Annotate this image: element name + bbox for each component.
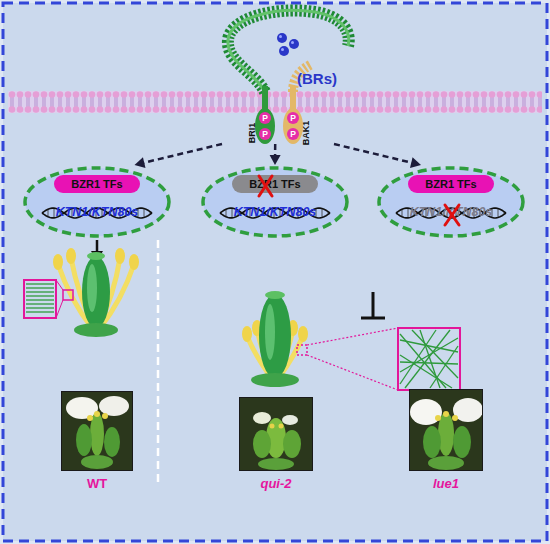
node-text: (BRs)	[297, 70, 337, 87]
cross-mark	[445, 205, 459, 225]
arrow-line	[96, 240, 99, 252]
arrow-head	[270, 155, 281, 165]
inhibition-symbol	[361, 292, 385, 318]
arrow-head	[135, 157, 146, 168]
tf-pill: BZR1 TFs	[408, 175, 494, 193]
node-text: BZR1 TFs	[232, 175, 318, 193]
photo-panel: qui-2	[240, 398, 312, 470]
phospho-label: P	[287, 112, 299, 124]
signal-arrow	[135, 144, 223, 168]
divider-line	[157, 240, 160, 482]
phospho-label: P	[259, 112, 271, 124]
node-text: BRI1	[247, 118, 257, 148]
photo-image	[240, 398, 312, 470]
flower-illustration	[24, 248, 139, 337]
nucleus: KTN1/KTN80s BZR1 TFs	[376, 165, 526, 239]
cross-mark	[259, 176, 272, 196]
membrane	[8, 91, 542, 113]
node-text: BAK1	[301, 118, 311, 148]
node-text: BZR1 TFs	[54, 175, 140, 193]
phospho-label: P	[287, 128, 299, 140]
nucleus: KTN1/KTN80s BZR1 TFs	[200, 165, 350, 239]
lipid-bilayer	[8, 91, 542, 113]
node-text: KTN1/KTN80s	[376, 205, 526, 219]
tf-pill: BZR1 TFs	[232, 175, 318, 193]
signal-arrow	[270, 144, 281, 165]
signal-arrow	[334, 144, 421, 168]
node-text: qui-2	[230, 476, 322, 491]
photo-image	[410, 390, 482, 470]
node-text: KTN1/KTN80s	[200, 205, 350, 219]
arrow-line	[274, 144, 277, 157]
arrow-head	[410, 157, 421, 168]
nucleus: KTN1/KTN80s BZR1 TFs	[22, 165, 172, 239]
receptor-complex: (BRs)BRI1BAK1	[215, 8, 355, 144]
frame	[3, 3, 547, 541]
photo-panel: WT	[62, 392, 132, 470]
node-text: lue1	[400, 476, 492, 491]
arrow-line	[334, 144, 413, 163]
flower-illustration	[242, 291, 460, 390]
arrow-line	[142, 144, 222, 163]
photo-panel: lue1	[410, 390, 482, 470]
node-text: WT	[52, 476, 142, 491]
node-text: BZR1 TFs	[408, 175, 494, 193]
photo-image	[62, 392, 132, 470]
receptor-symbol	[228, 10, 349, 144]
node-text: KTN1/KTN80s	[22, 205, 172, 219]
phospho-label: P	[259, 128, 271, 140]
tf-pill: BZR1 TFs	[54, 175, 140, 193]
